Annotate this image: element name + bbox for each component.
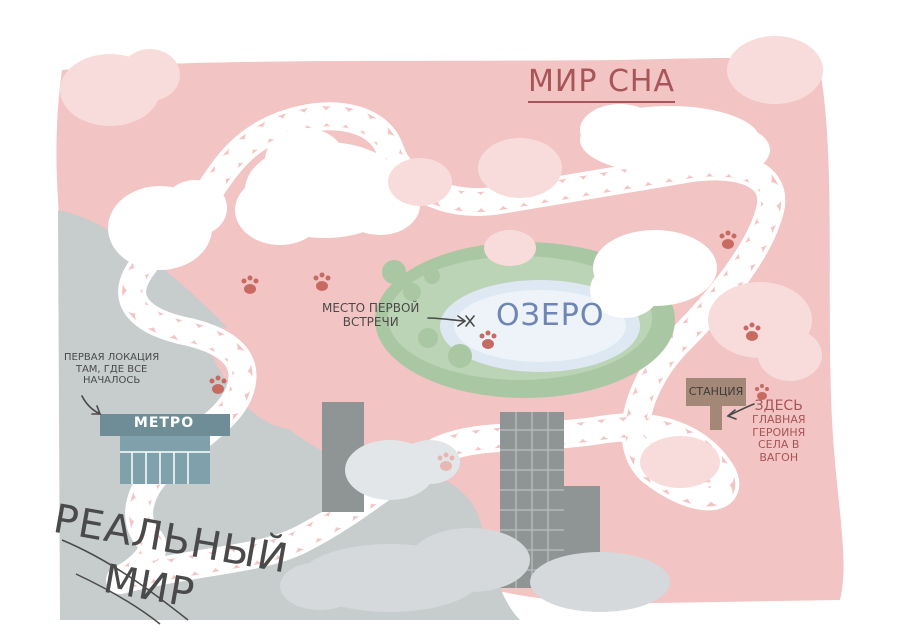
metro-building — [100, 414, 230, 484]
x-mark-icon — [465, 315, 475, 327]
station-note-line-5: ВАГОН — [759, 451, 799, 465]
first-meeting-line-1: МЕСТО ПЕРВОЙ — [322, 301, 420, 315]
first-location-line-3: НАЧАЛОСЬ — [82, 375, 141, 386]
paw-prints — [209, 230, 769, 471]
cloud-icon — [580, 104, 770, 174]
cloud-icon — [108, 180, 227, 270]
dream-world-title: МИР СНА — [528, 64, 675, 103]
station-sign-label: СТАНЦИЯ — [688, 385, 744, 398]
first-location-note: ПЕРВАЯ ЛОКАЦИЯ ТАМ, ГДЕ ВСЕ НАЧАЛОСЬ — [64, 352, 159, 387]
first-location-line-2: ТАМ, ГДЕ ВСЕ — [75, 363, 148, 375]
paw-icon — [313, 272, 331, 291]
cloud-icon — [345, 440, 460, 500]
metro-sign: МЕТРО — [133, 415, 195, 431]
station-note-line-1: ЗДЕСЬ — [754, 398, 803, 414]
paw-icon — [437, 452, 455, 471]
cloud-icon — [235, 128, 420, 245]
first-meeting-line-2: ВСТРЕЧИ — [342, 314, 399, 329]
lake-label: ОЗЕРО — [496, 298, 605, 333]
real-world-area — [58, 210, 520, 620]
first-location-line-1: ПЕРВАЯ ЛОКАЦИЯ — [64, 352, 160, 363]
paw-icon — [241, 275, 259, 294]
station-note-line-3: ГЕРОИНЯ — [752, 425, 806, 439]
arrow-icon — [81, 395, 102, 415]
cloud-icon — [590, 230, 717, 318]
lake — [375, 242, 675, 398]
station-note-line-4: СЕЛА В — [758, 438, 800, 452]
paw-icon — [479, 330, 497, 349]
paw-icon — [755, 384, 769, 400]
first-meeting-label: МЕСТО ПЕРВОЙ ВСТРЕЧИ — [322, 301, 420, 330]
cloud-icon — [60, 36, 823, 488]
arrow-icon — [726, 403, 755, 420]
station-note: ЗДЕСЬ ГЛАВНАЯ ГЕРОИНЯ СЕЛА В ВАГОН — [752, 398, 806, 465]
cloud-icon — [280, 528, 670, 612]
city-buildings — [322, 402, 600, 588]
paw-icon — [719, 230, 737, 249]
arrow-icon — [427, 315, 467, 327]
paw-icon — [743, 322, 761, 341]
station-sign — [686, 378, 746, 430]
paw-icon — [209, 375, 227, 394]
clouds — [60, 36, 823, 612]
scribble-lines — [61, 539, 189, 625]
station-note-line-2: ГЛАВНАЯ — [752, 413, 806, 427]
